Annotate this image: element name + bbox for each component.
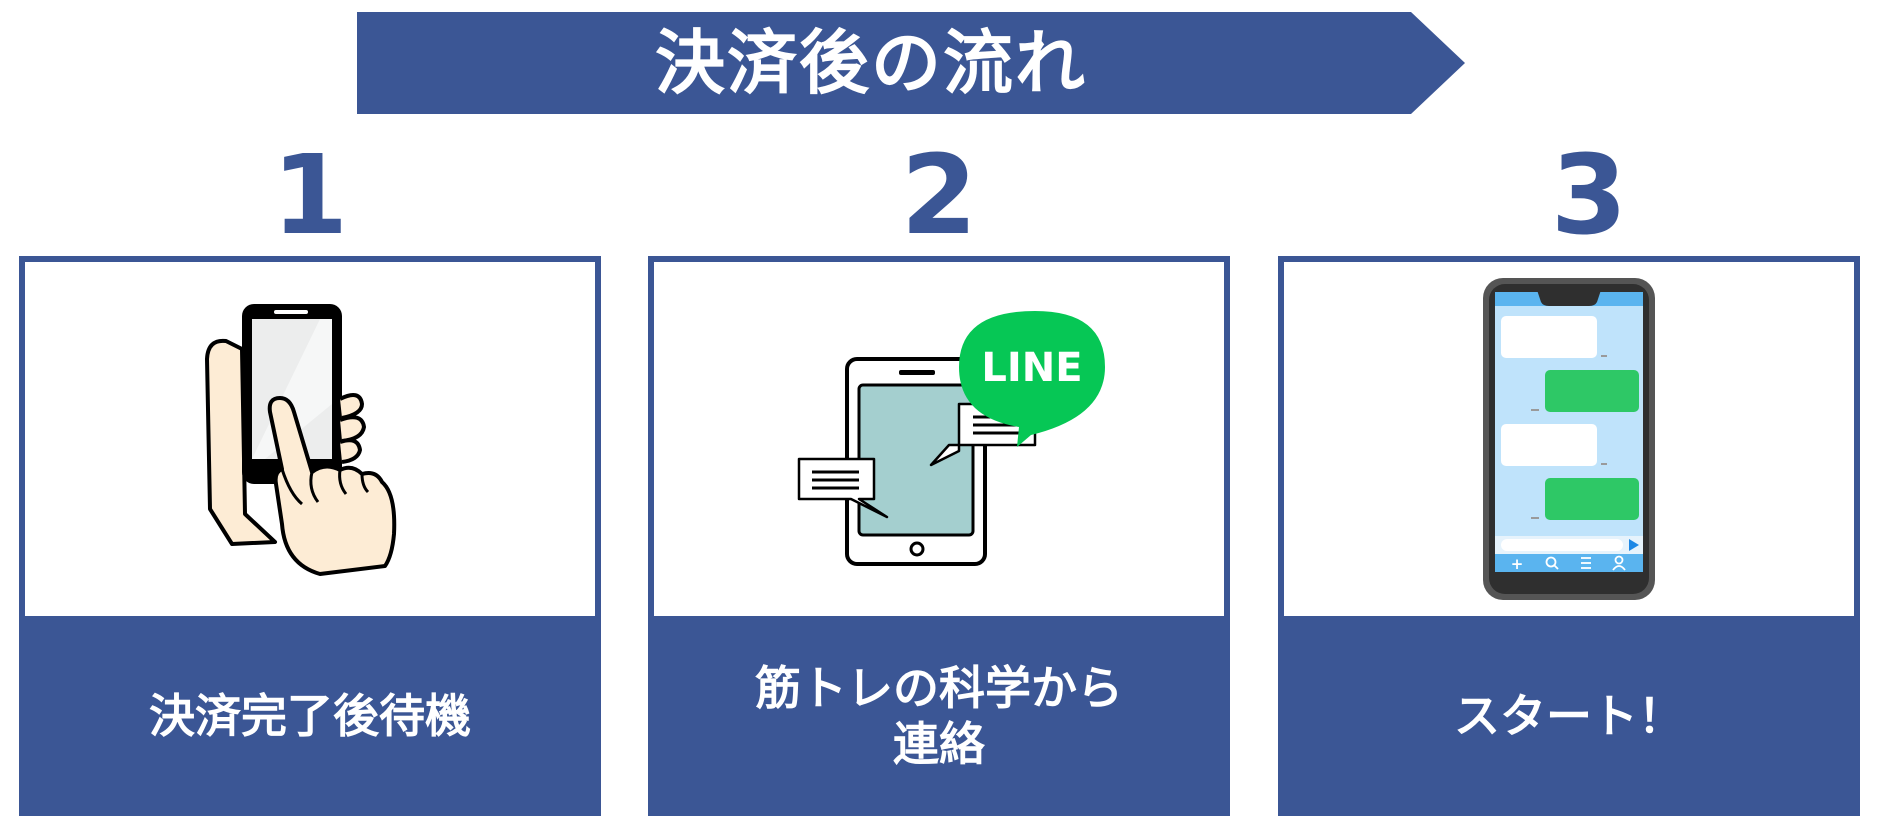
page-title: 決済後の流れ (655, 22, 1087, 104)
tablet-line-message-icon: LINE (797, 311, 1105, 566)
title-banner: 決済後の流れ (357, 12, 1465, 114)
svg-text:+: + (1511, 555, 1524, 573)
step-number-2: 2 (900, 131, 978, 259)
step-number-1: 1 (271, 131, 349, 259)
step-2-label-band: 筋トレの科学から 連絡 (648, 616, 1230, 816)
step-3-label: スタート！ (1454, 688, 1684, 743)
step-2-label: 筋トレの科学から 連絡 (755, 660, 1123, 771)
step-number-3: 3 (1550, 131, 1628, 259)
line-badge-text: LINE (981, 345, 1082, 391)
step-card-1: 決済完了後待機 (19, 256, 601, 816)
step-card-2: LINE 筋トレの科学から 連絡 (648, 256, 1230, 816)
step-2-image: LINE (654, 262, 1224, 616)
step-1-label-band: 決済完了後待機 (19, 616, 601, 816)
step-1-label: 決済完了後待機 (149, 688, 471, 743)
step-3-label-band: スタート！ (1278, 616, 1860, 816)
step-3-image: + (1284, 262, 1854, 616)
hand-holding-smartphone-icon (205, 304, 397, 576)
smartphone-chat-icon: + (1483, 278, 1655, 600)
step-1-image (25, 262, 595, 616)
step-card-3: + スタート！ (1278, 256, 1860, 816)
